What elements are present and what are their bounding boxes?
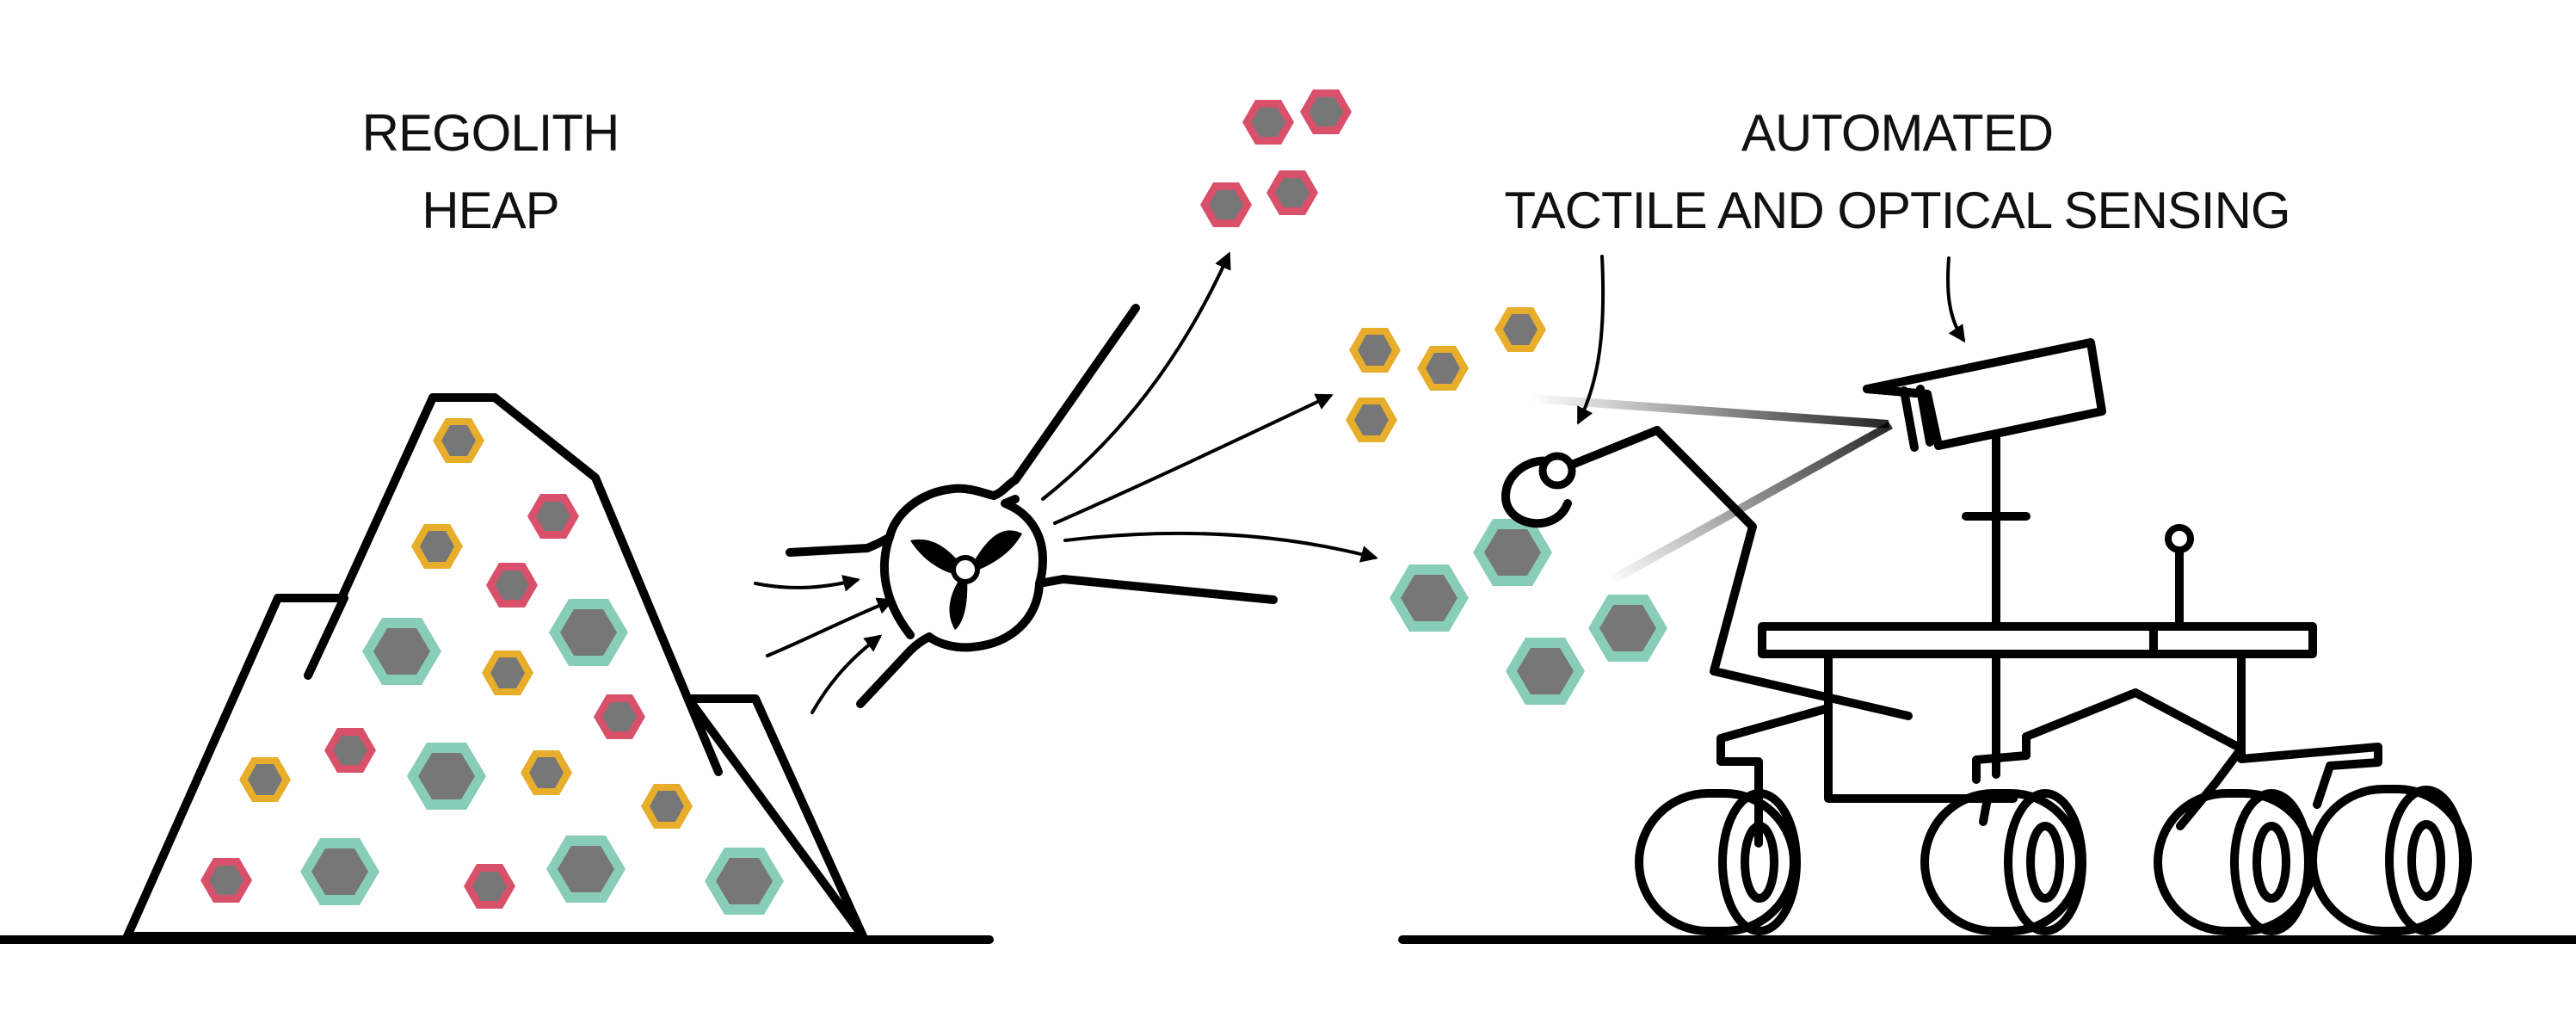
intake-arrows [754, 575, 895, 714]
grain-red [1200, 182, 1252, 227]
grain-yellow [239, 757, 291, 802]
grain-yellow [482, 651, 533, 695]
grain-red [1266, 170, 1318, 215]
grain-teal [362, 618, 441, 685]
grain-teal [1473, 519, 1552, 586]
heap-title-line2: HEAP [422, 182, 558, 239]
heap-grains [200, 418, 784, 915]
grain-teal [1390, 564, 1469, 632]
grain-teal [1506, 638, 1585, 705]
grain-yellow [521, 750, 572, 795]
wheel-4 [2308, 785, 2472, 935]
grain-teal [300, 838, 379, 905]
sensing-title-line2: TACTILE AND OPTICAL SENSING [1504, 182, 2289, 239]
grain-red [1300, 89, 1352, 134]
grain-yellow [1494, 307, 1546, 352]
grain-red [324, 728, 376, 773]
grain-yellow [433, 418, 484, 463]
wheel-3 [2154, 789, 2317, 935]
grain-red [594, 694, 645, 739]
optical-beams [1531, 394, 1893, 583]
grain-yellow [1346, 398, 1397, 442]
camera-icon [1863, 338, 2106, 452]
label-pointers [1577, 255, 1966, 425]
grain-teal [549, 599, 628, 666]
fan-icon [910, 530, 1022, 630]
grain-red [486, 563, 538, 608]
robotic-arm [1501, 426, 1913, 720]
grain-red [1242, 100, 1294, 145]
wheel-2 [1920, 789, 2086, 935]
grain-teal [407, 743, 486, 810]
heap-title-line1: REGOLITH [362, 104, 619, 162]
rover [1501, 338, 2472, 935]
grain-teal [546, 836, 626, 903]
separator-device [786, 304, 1278, 708]
grain-yellow [1417, 346, 1469, 391]
grain-yellow [411, 524, 463, 569]
grain-teal [1588, 595, 1667, 662]
grain-red [464, 864, 515, 909]
output-arrows [1041, 251, 1378, 563]
grain-red [200, 858, 252, 903]
grain-yellow [1349, 328, 1401, 373]
antenna-icon [2165, 524, 2194, 631]
sensing-title-line1: AUTOMATED [1741, 104, 2053, 162]
yellow-grain-cluster [1346, 307, 1546, 442]
teal-grain-cluster [1390, 519, 1667, 705]
regolith-heap [123, 393, 867, 941]
grain-teal [705, 848, 784, 915]
red-grain-cluster [1200, 89, 1352, 227]
grain-red [527, 494, 579, 539]
grain-yellow [641, 784, 693, 829]
wheel-1 [1635, 789, 1801, 935]
